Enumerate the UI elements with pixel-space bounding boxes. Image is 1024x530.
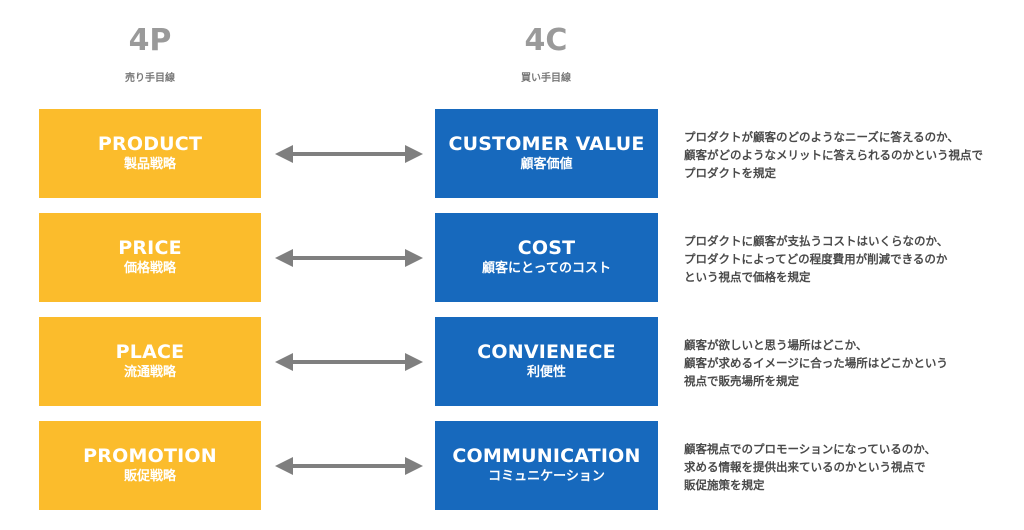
p-box-sublabel: 製品戦略 [123,157,176,172]
p-box-label: PRODUCT [97,133,203,155]
c-box-convenience: CONVIENECE 利便性 [435,317,658,406]
c-box-label: CUSTOMER VALUE [448,133,645,155]
row-description: プロダクトに顧客が支払うコストはいくらなのか、 プロダクトによってどの程度費用が… [684,232,1014,286]
description-line: プロダクトによってどの程度費用が削減できるのか [684,252,948,266]
double-arrow-icon [275,353,423,371]
p-box-label: PROMOTION [83,445,217,467]
row-description: 顧客視点でのプロモーションになっているのか、 求める情報を提供出来ているのかとい… [684,440,1014,494]
p-box-label: PRICE [118,237,182,259]
c-box-sublabel: コミュニケーション [488,469,605,484]
p-box-price: PRICE 価格戦略 [39,213,261,302]
p-box-promotion: PROMOTION 販促戦略 [39,421,261,510]
double-arrow-icon [275,457,423,475]
p-box-sublabel: 流通戦略 [123,365,176,380]
row-description: 顧客が欲しいと思う場所はどこか、 顧客が求めるイメージに合った場所はどこかという… [684,336,1014,390]
p-box-label: PLACE [115,341,185,363]
c-box-sublabel: 顧客にとってのコスト [482,261,611,276]
c-box-cost: COST 顧客にとってのコスト [435,213,658,302]
description-line: 視点で販売場所を規定 [684,374,799,388]
description-line: 顧客視点でのプロモーションになっているのか、 [684,442,936,456]
double-arrow-icon [275,145,423,163]
p-box-sublabel: 販促戦略 [123,469,176,484]
c-box-sublabel: 顧客価値 [520,157,573,172]
c-box-communication: COMMUNICATION コミュニケーション [435,421,658,510]
description-line: 求める情報を提供出来ているのかという視点で [684,460,926,474]
c-box-sublabel: 利便性 [526,365,566,380]
c-box-label: COMMUNICATION [452,445,641,467]
description-line: 顧客が欲しいと思う場所はどこか、 [684,338,868,352]
c-box-customer-value: CUSTOMER VALUE 顧客価値 [435,109,658,198]
p-box-product: PRODUCT 製品戦略 [39,109,261,198]
description-line: 販促施策を規定 [684,478,765,492]
p-box-sublabel: 価格戦略 [123,261,176,276]
column-subtitle-seller-view: 売り手目線 [125,73,175,84]
description-line: プロダクトに顧客が支払うコストはいくらなのか、 [684,234,949,248]
row-description: プロダクトが顧客のどのようなニーズに答えるのか、 顧客がどのようなメリットに答え… [684,128,1014,182]
column-header-4p: 4P 売り手目線 [35,23,265,84]
c-box-label: COST [517,237,576,259]
description-line: プロダクトを規定 [684,166,776,180]
column-subtitle-buyer-view: 買い手目線 [521,73,571,84]
p-box-place: PLACE 流通戦略 [39,317,261,406]
c-box-label: CONVIENECE [477,341,616,363]
description-line: という視点で価格を規定 [684,270,811,284]
description-line: 顧客がどのようなメリットに答えられるのかという視点で [684,148,983,162]
column-header-4c: 4C 買い手目線 [431,23,661,84]
description-line: 顧客が求めるイメージに合った場所はどこかという [684,356,948,370]
column-title-4c: 4C [524,23,568,58]
double-arrow-icon [275,249,423,267]
column-title-4p: 4P [128,23,172,58]
description-line: プロダクトが顧客のどのようなニーズに答えるのか、 [684,130,959,144]
